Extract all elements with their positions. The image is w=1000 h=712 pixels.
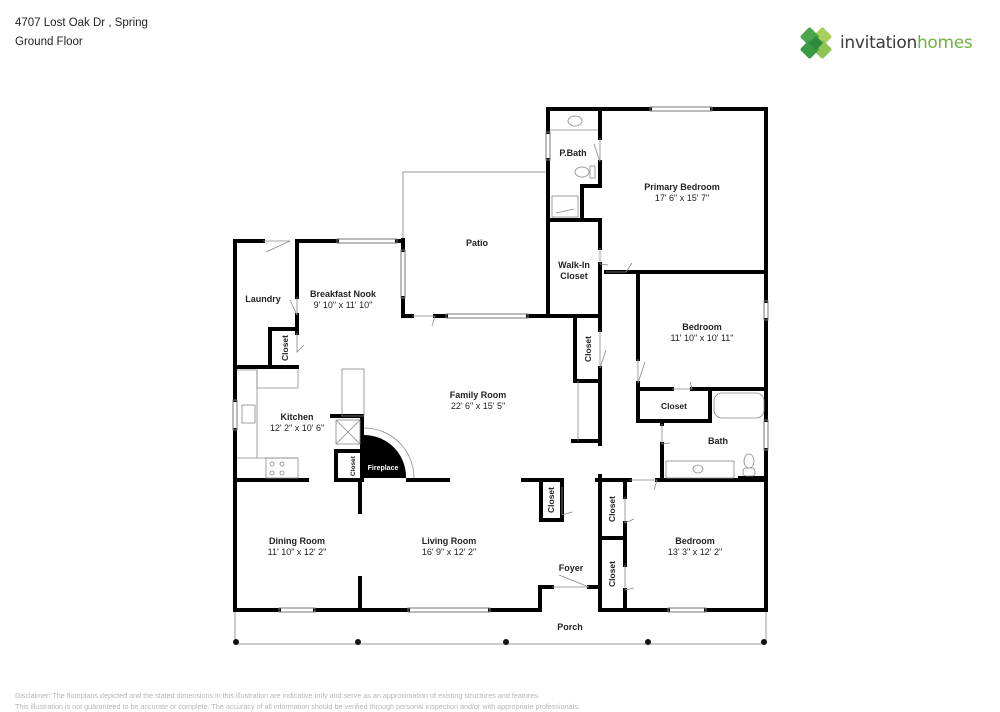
porch-posts (233, 639, 767, 645)
brand-logo: invitationhomes (798, 25, 973, 61)
fixtures (237, 115, 765, 479)
dining-room-label: Dining Room (269, 536, 325, 546)
foyer-label: Foyer (559, 563, 584, 573)
toilet-icon (574, 166, 590, 178)
kitchen-closet-label: Closet (350, 455, 357, 476)
bedroom-3-closet-a-label: Closet (607, 496, 617, 522)
toilet-icon (743, 453, 755, 469)
breakfast-nook-dims: 9' 10" x 11' 10" (314, 300, 373, 310)
bedroom-2-dims: 11' 10" x 10' 11" (670, 333, 733, 343)
bedroom-2-closet-label: Closet (661, 401, 687, 411)
clover-logo-icon (800, 27, 832, 59)
primary-bedroom-dims: 17' 6" x 15' 7" (655, 193, 709, 203)
patio-label: Patio (466, 238, 489, 248)
patio-outline (402, 171, 548, 240)
walkin-closet-label-1: Walk-In (558, 260, 590, 270)
property-address: 4707 Lost Oak Dr , Spring (15, 17, 148, 29)
kitchen-dims: 12' 2" x 10' 6" (270, 423, 324, 433)
bedroom-3-label: Bedroom (675, 536, 715, 546)
laundry-closet-label: Closet (280, 335, 290, 361)
dining-room-dims: 11' 10" x 12' 2" (268, 547, 327, 557)
shower-icon (551, 195, 579, 218)
kitchen-sink-icon (241, 404, 256, 424)
vanity-icon (665, 460, 735, 479)
bedroom-3-closet-b-label: Closet (607, 561, 617, 587)
foyer-closet-label: Closet (546, 487, 556, 513)
breakfast-nook-label: Breakfast Nook (310, 289, 377, 299)
family-closet-label: Closet (583, 336, 593, 362)
living-room-label: Living Room (422, 536, 477, 546)
windows (232, 106, 769, 613)
bath-label: Bath (708, 436, 728, 446)
walkin-closet-label-2: Closet (560, 271, 588, 281)
walls (233, 107, 768, 612)
bedroom-3-dims: 13' 3" x 12' 2" (668, 547, 722, 557)
disclaimer-line-1: Disclaimer: The floorplans depicted and … (15, 691, 540, 700)
floor-label: Ground Floor (15, 36, 83, 48)
pbath-label: P.Bath (559, 148, 586, 158)
sink-icon (567, 115, 583, 127)
stove-icon (265, 457, 299, 479)
disclaimer: Disclaimer: The floorplans depicted and … (15, 690, 580, 712)
door-swings (263, 138, 693, 591)
porch-label: Porch (557, 622, 583, 632)
bedroom-2-label: Bedroom (682, 322, 722, 332)
primary-bedroom-label: Primary Bedroom (644, 182, 720, 192)
family-room-label: Family Room (450, 390, 507, 400)
fireplace-label: Fireplace (368, 465, 399, 472)
living-room-dims: 16' 9" x 12' 2" (422, 547, 476, 557)
bathtub-icon (713, 392, 765, 419)
family-room-dims: 22' 6" x 15' 5" (451, 401, 505, 411)
fireplace-icon (364, 435, 407, 478)
room-labels: Primary Bedroom 17' 6" x 15' 7" P.Bath W… (245, 148, 733, 632)
brand-name: invitationhomes (840, 33, 973, 53)
kitchen-label: Kitchen (280, 412, 313, 422)
laundry-label: Laundry (245, 294, 281, 304)
chimney-icon (335, 419, 361, 445)
porch-outline (234, 610, 767, 645)
plan-header: 4707 Lost Oak Dr , Spring Ground Floor (15, 14, 148, 52)
